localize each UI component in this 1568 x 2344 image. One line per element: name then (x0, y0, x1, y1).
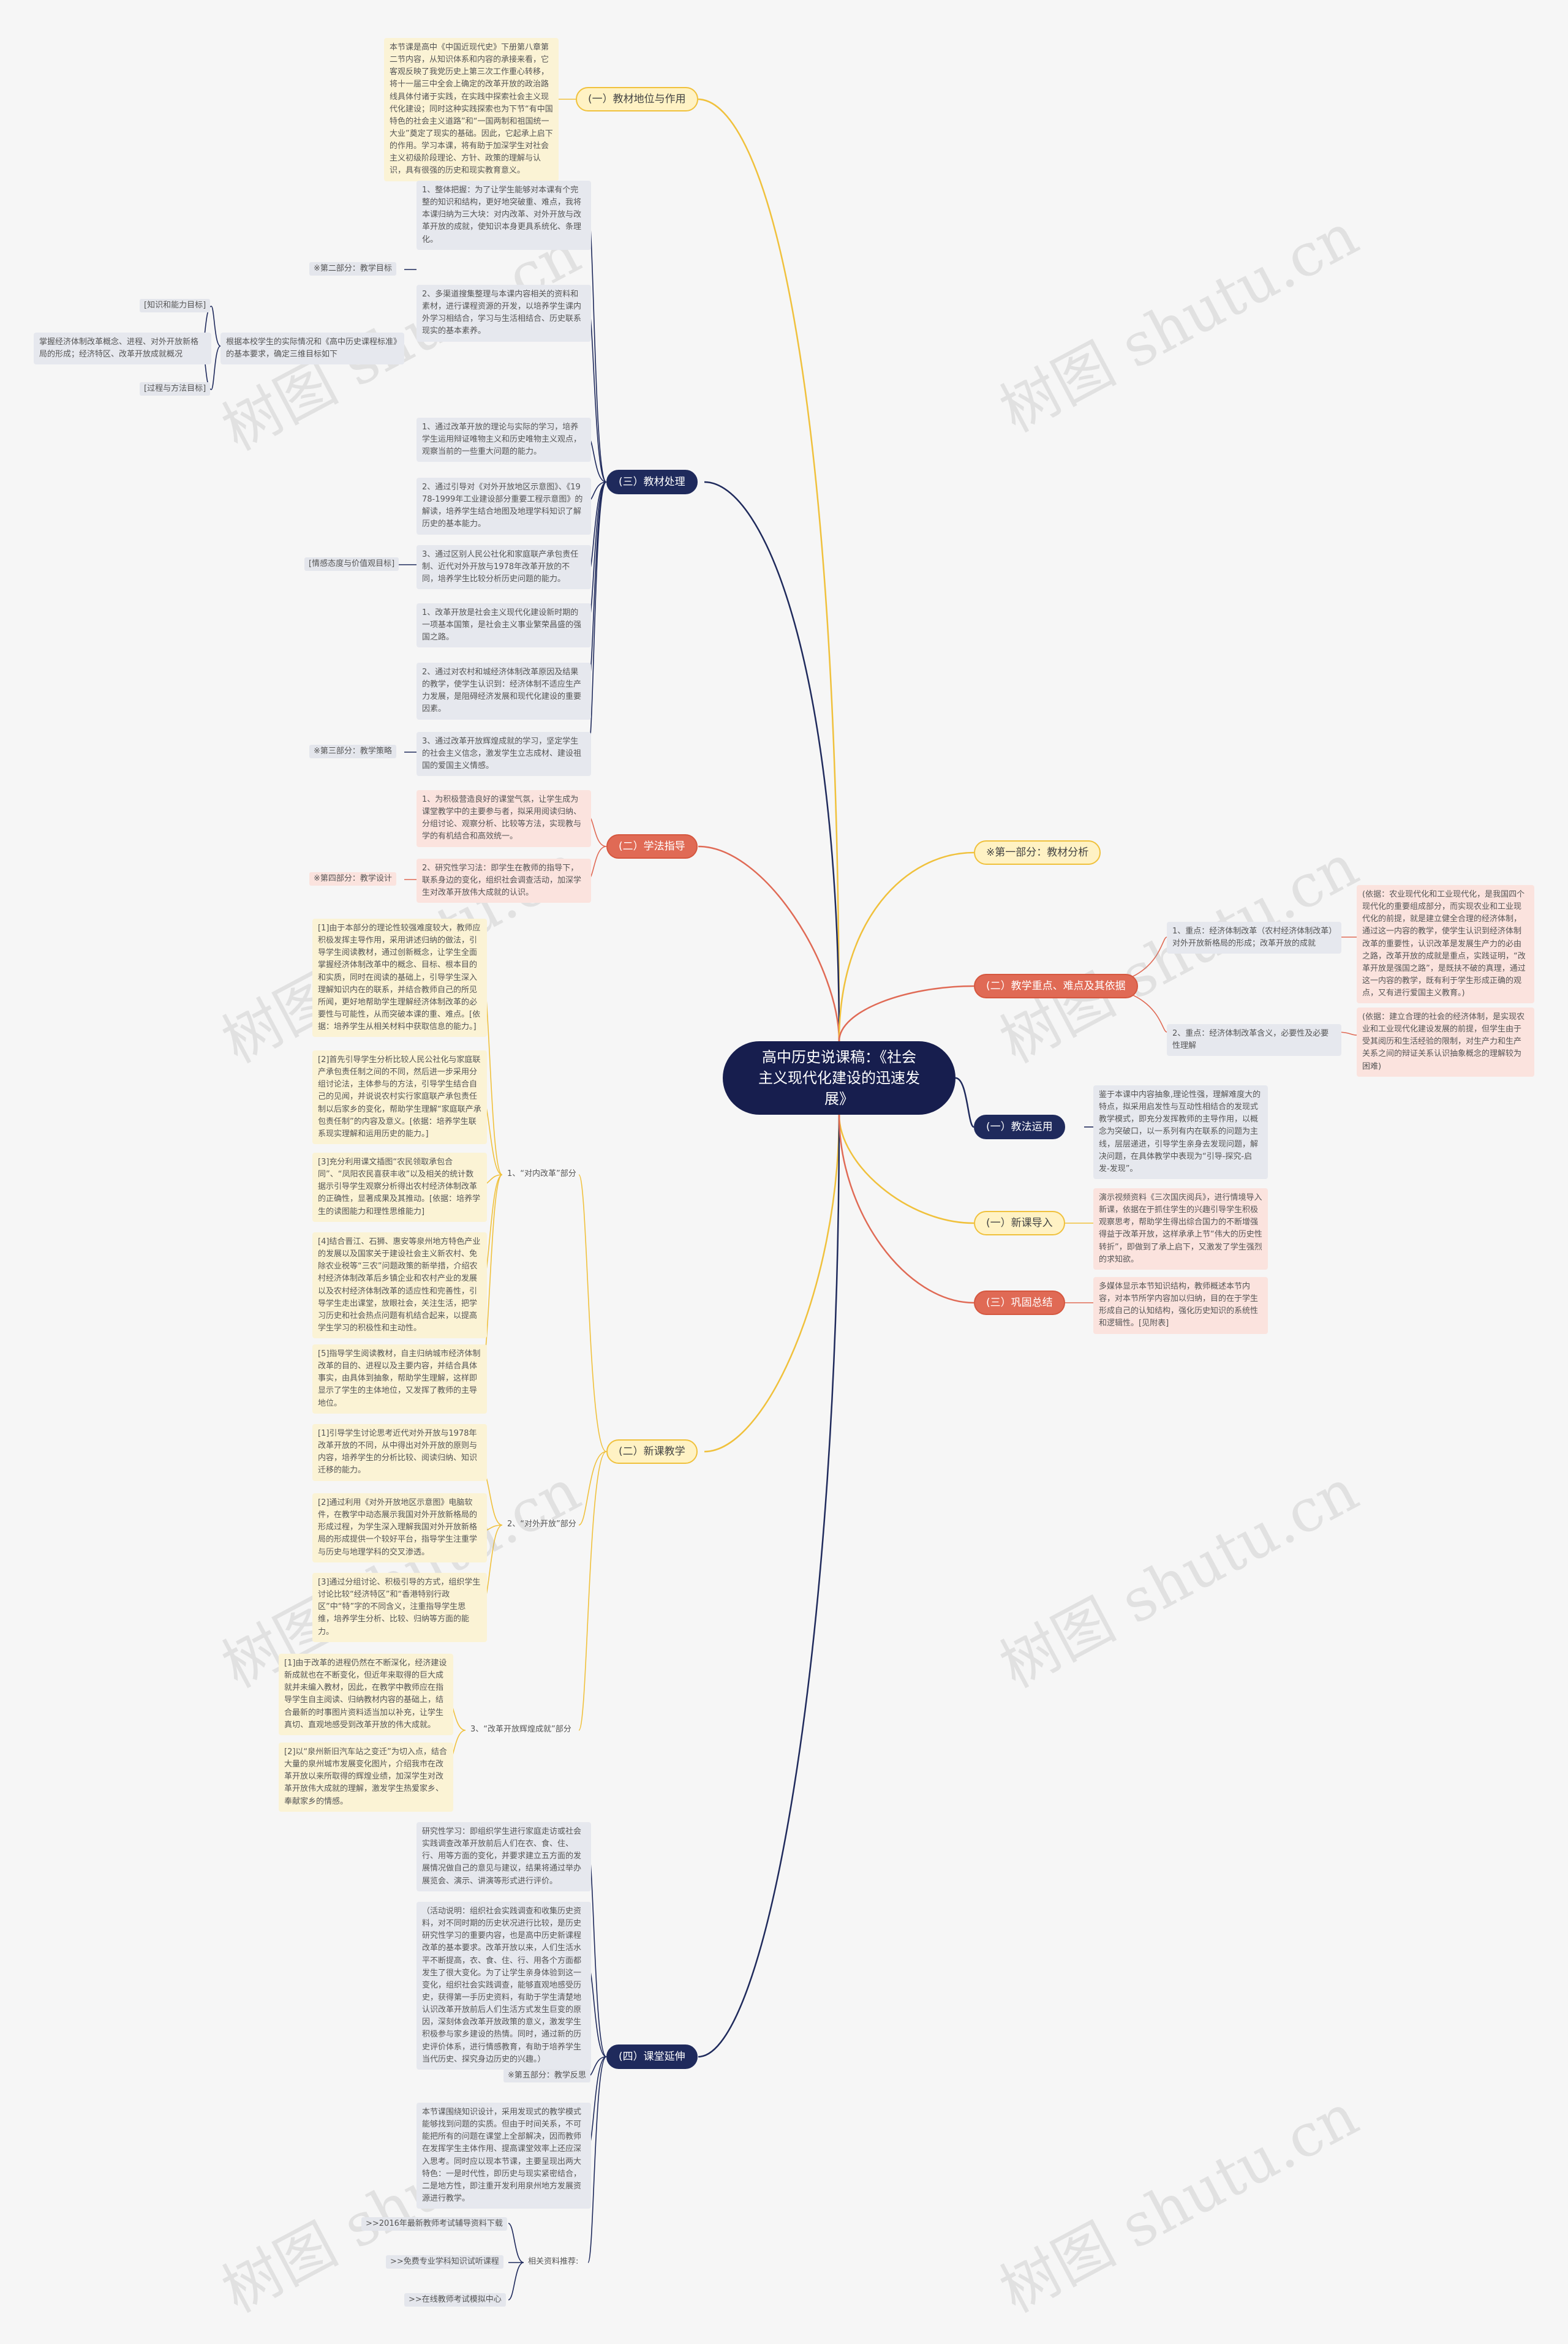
node-text: [5]指导学生阅读教材，自主归纳城市经济体制改革的目的、进程以及主要内容，并结合… (312, 1344, 487, 1414)
node-label: ※第三部分：教学策略 (309, 745, 396, 759)
node-text: 2、研究性学习法：即学生在教师的指导下，联系身边的变化，组织社会调查活动，加深学… (417, 859, 591, 903)
branch-new-lesson[interactable]: (二）新课教学 (606, 1439, 698, 1464)
node-text: (依据：建立合理的社会的经济体制，是实现农业和工业现代化建设发展的前提，但学生由… (1357, 1008, 1534, 1077)
resource-link[interactable]: >>免费专业学科知识试听课程 (386, 2255, 503, 2269)
branch-teaching-method[interactable]: (一）教法运用 (974, 1115, 1065, 1139)
node-label: 相关资料推荐: (528, 2257, 579, 2266)
node-text: 3、通过改革开放辉煌成就的学习，坚定学生的社会主义信念，激发学生立志成材、建设祖… (417, 732, 591, 777)
resource-link[interactable]: >>在线教师考试模拟中心 (404, 2293, 506, 2307)
node-text: [1]由于改革的进程仍然在不断深化，经济建设新成就也在不断变化，但近年来取得的巨… (279, 1654, 453, 1735)
node-text: 鉴于本课中内容抽象,理论性强，理解难度大的特点，拟采用启发性与互动性相结合的发现… (1093, 1085, 1268, 1179)
node-text: 研究性学习：即组织学生进行家庭走访或社会实践调查改革开放前后人们在衣、食、住、行… (417, 1822, 591, 1891)
branch-textbook-handling[interactable]: (三）教材处理 (606, 470, 698, 494)
node-label: ※第四部分：教学设计 (309, 872, 396, 886)
node-text: [1]引导学生讨论思考近代对外开放与1978年改革开放的不同，从中得出对外开放的… (312, 1424, 487, 1481)
branch-learning-method[interactable]: (二）学法指导 (606, 834, 698, 859)
node-label: 3、“改革开放辉煌成就”部分 (470, 1725, 571, 1734)
node-label: [情感态度与价值观目标] (304, 557, 399, 571)
node-text: [3]充分利用课文插图“农民领取承包合同”、“凤阳农民喜获丰收”以及相关的统计数… (312, 1153, 487, 1222)
root-topic[interactable]: 高中历史说课稿：《社会主义现代化建设的迅速发展》 (723, 1041, 956, 1115)
node-label: [过程与方法目标] (140, 382, 211, 396)
link-root-r1 (838, 851, 974, 1042)
link-root-r4 (838, 1114, 974, 1224)
link-root-r5 (838, 1114, 974, 1304)
link-root-b2 (704, 481, 840, 1042)
node-text: （活动说明：组织社会实践调查和收集历史资料，对不同时期的历史状况进行比较，是历史… (417, 1902, 591, 2070)
node-text: 根据本校学生的实际情况和《高中历史课程标准》的基本要求，确定三维目标如下 (221, 333, 404, 365)
branch-key-points[interactable]: (二）教学重点、难点及其依据 (974, 974, 1138, 998)
resource-link[interactable]: >>2016年最新教师考试辅导资料下载 (361, 2217, 507, 2231)
node-text: [1]由于本部分的理论性较强难度较大，教师应积极发挥主导作用，采用讲述归纳的做法… (312, 919, 487, 1038)
node-label: 1、“对内改革”部分 (507, 1169, 576, 1178)
branch-extension[interactable]: (四）课堂延伸 (606, 2044, 698, 2069)
link-root-r2 (838, 985, 974, 1042)
branch-lesson-intro[interactable]: (一）新课导入 (974, 1211, 1065, 1235)
branch-textbook-status[interactable]: (一）教材地位与作用 (576, 87, 698, 111)
node-text: 1、改革开放是社会主义现代化建设新时期的一项基本国策，是社会主义事业繁荣昌盛的强… (417, 603, 591, 648)
node-text: 1、通过改革开放的理论与实际的学习，培养学生运用辩证唯物主义和历史唯物主义观点，… (417, 418, 591, 462)
link-root-b5 (698, 1114, 840, 2058)
node-text: 1、为积极营造良好的课堂气氛，让学生成为课堂教学中的主要参与者，拟采用阅读归纳、… (417, 790, 591, 847)
node-text: [2]以“泉州新旧汽车站之变迁”为切入点，结合大量的泉州城市发展变化图片，介绍我… (279, 1743, 453, 1812)
node-text: 2、通过对农村和城经济体制改革原因及结果的教学，使学生认识到：经济体制不适应生产… (417, 663, 591, 720)
link-root-r3 (955, 1077, 974, 1128)
link-root-b1 (698, 98, 840, 1042)
node-text: 演示视频资料《三次国庆阅兵》，进行情境导入新课，依据在于抓住学生的兴趣引导学生积… (1093, 1188, 1268, 1270)
node-text: 掌握经济体制改革概念、进程、对外开放新格局的形成；经济特区、改革开放成就概况 (34, 333, 211, 365)
node-text: 本节课是高中《中国近现代史》下册第八章第二节内容，从知识体系和内容的承接来看，它… (384, 38, 559, 181)
link-root-b4 (704, 1114, 840, 1453)
node-text: 2、重点：经济体制改革含义，必要性及必要性理解 (1167, 1024, 1341, 1057)
node-text: 2、多渠道搜集整理与本课内容相关的资料和素材，进行课程资源的开发，以培养学生课内… (417, 285, 591, 342)
node-text: [4]结合晋江、石狮、惠安等泉州地方特色产业的发展以及国家关于建设社会主义新农村… (312, 1232, 487, 1339)
node-text: [2]通过利用《对外开放地区示意图》电脑软件，在教学中动态展示我国对外开放新格局… (312, 1493, 487, 1562)
node-text: [2]首先引导学生分析比较人民公社化与家庭联产承包责任制之间的不同，然后进一步采… (312, 1050, 487, 1144)
node-label: ※第二部分：教学目标 (309, 262, 396, 276)
node-text: 本节课围绕知识设计，采用发现式的教学模式能够找到问题的实质。但由于时间关系，不可… (417, 2103, 591, 2209)
link-root-b3 (698, 845, 840, 1042)
node-label: 2、“对外开放”部分 (507, 1520, 576, 1529)
node-label: [知识和能力目标] (140, 299, 211, 313)
node-text: 2、通过引导对《对外开放地区示意图》、《1978-1999年工业建设部分重要工程… (417, 478, 591, 535)
node-text: 1、整体把握：为了让学生能够对本课有个完整的知识和结构，更好地突破重、难点，我将… (417, 181, 591, 250)
node-text: [3]通过分组讨论、积极引导的方式，组织学生讨论比较“经济特区”和“香港特别行政… (312, 1573, 487, 1642)
branch-consolidation[interactable]: (三）巩固总结 (974, 1291, 1065, 1315)
node-text: 1、重点：经济体制改革（农村经济体制改革）对外开放新格局的形成；改革开放的成就 (1167, 922, 1341, 954)
node-text: 3、通过区别人民公社化和家庭联产承包责任制、近代对外开放与1978年改革开放的不… (417, 545, 591, 590)
node-text: 多媒体显示本节知识结构，教师概述本节内容，对本节所学内容加以归纳，目的在于学生形… (1093, 1277, 1268, 1334)
node-text: (依据：农业现代化和工业现代化，是我国四个现代化的重要组成部分，而实现农业和工业… (1357, 885, 1534, 1004)
branch-textbook-analysis[interactable]: ※第一部分：教材分析 (974, 840, 1101, 865)
node-label: ※第五部分：教学反思 (503, 2069, 590, 2083)
